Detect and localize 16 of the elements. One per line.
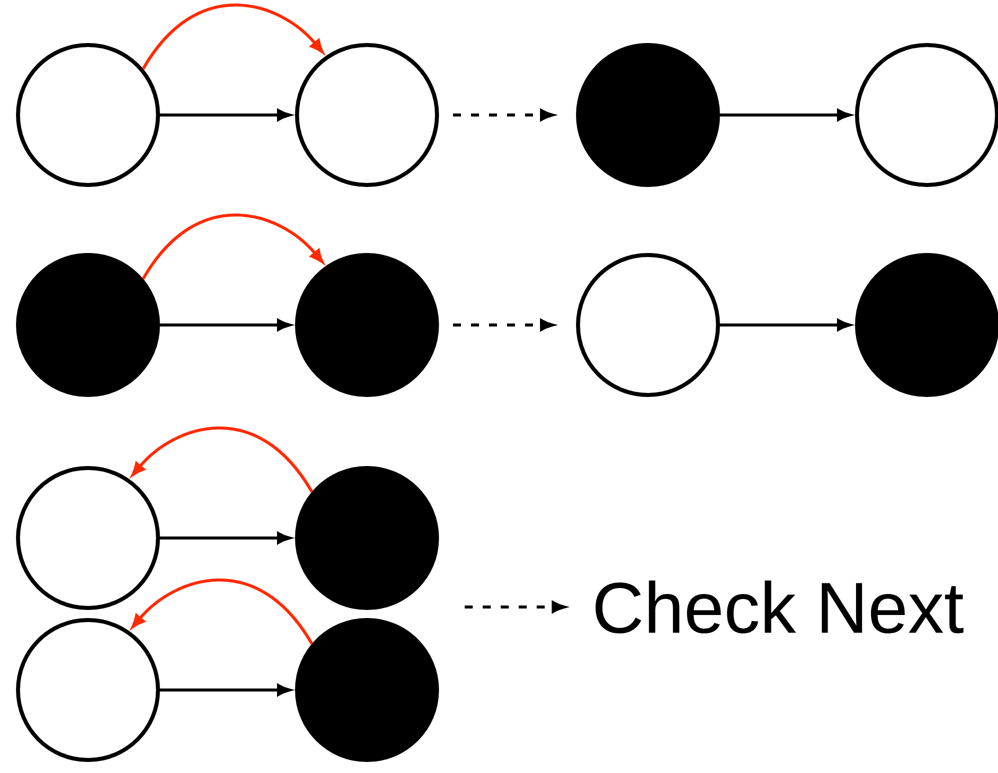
- curved-arrow: [132, 426, 314, 493]
- disc: [295, 466, 439, 610]
- circle: [16, 466, 160, 610]
- curved-arrow: [142, 213, 324, 280]
- circle: [295, 43, 439, 187]
- disc: [295, 253, 439, 397]
- circle: [576, 253, 720, 397]
- curved-arrow: [132, 578, 314, 645]
- disc: [16, 253, 160, 397]
- circle: [16, 618, 160, 762]
- node-text: Check Next: [596, 580, 964, 634]
- disc: [295, 618, 439, 762]
- curved-arrow: [142, 3, 324, 70]
- disc: [855, 253, 998, 397]
- disc: [576, 43, 720, 187]
- circle: [16, 43, 160, 187]
